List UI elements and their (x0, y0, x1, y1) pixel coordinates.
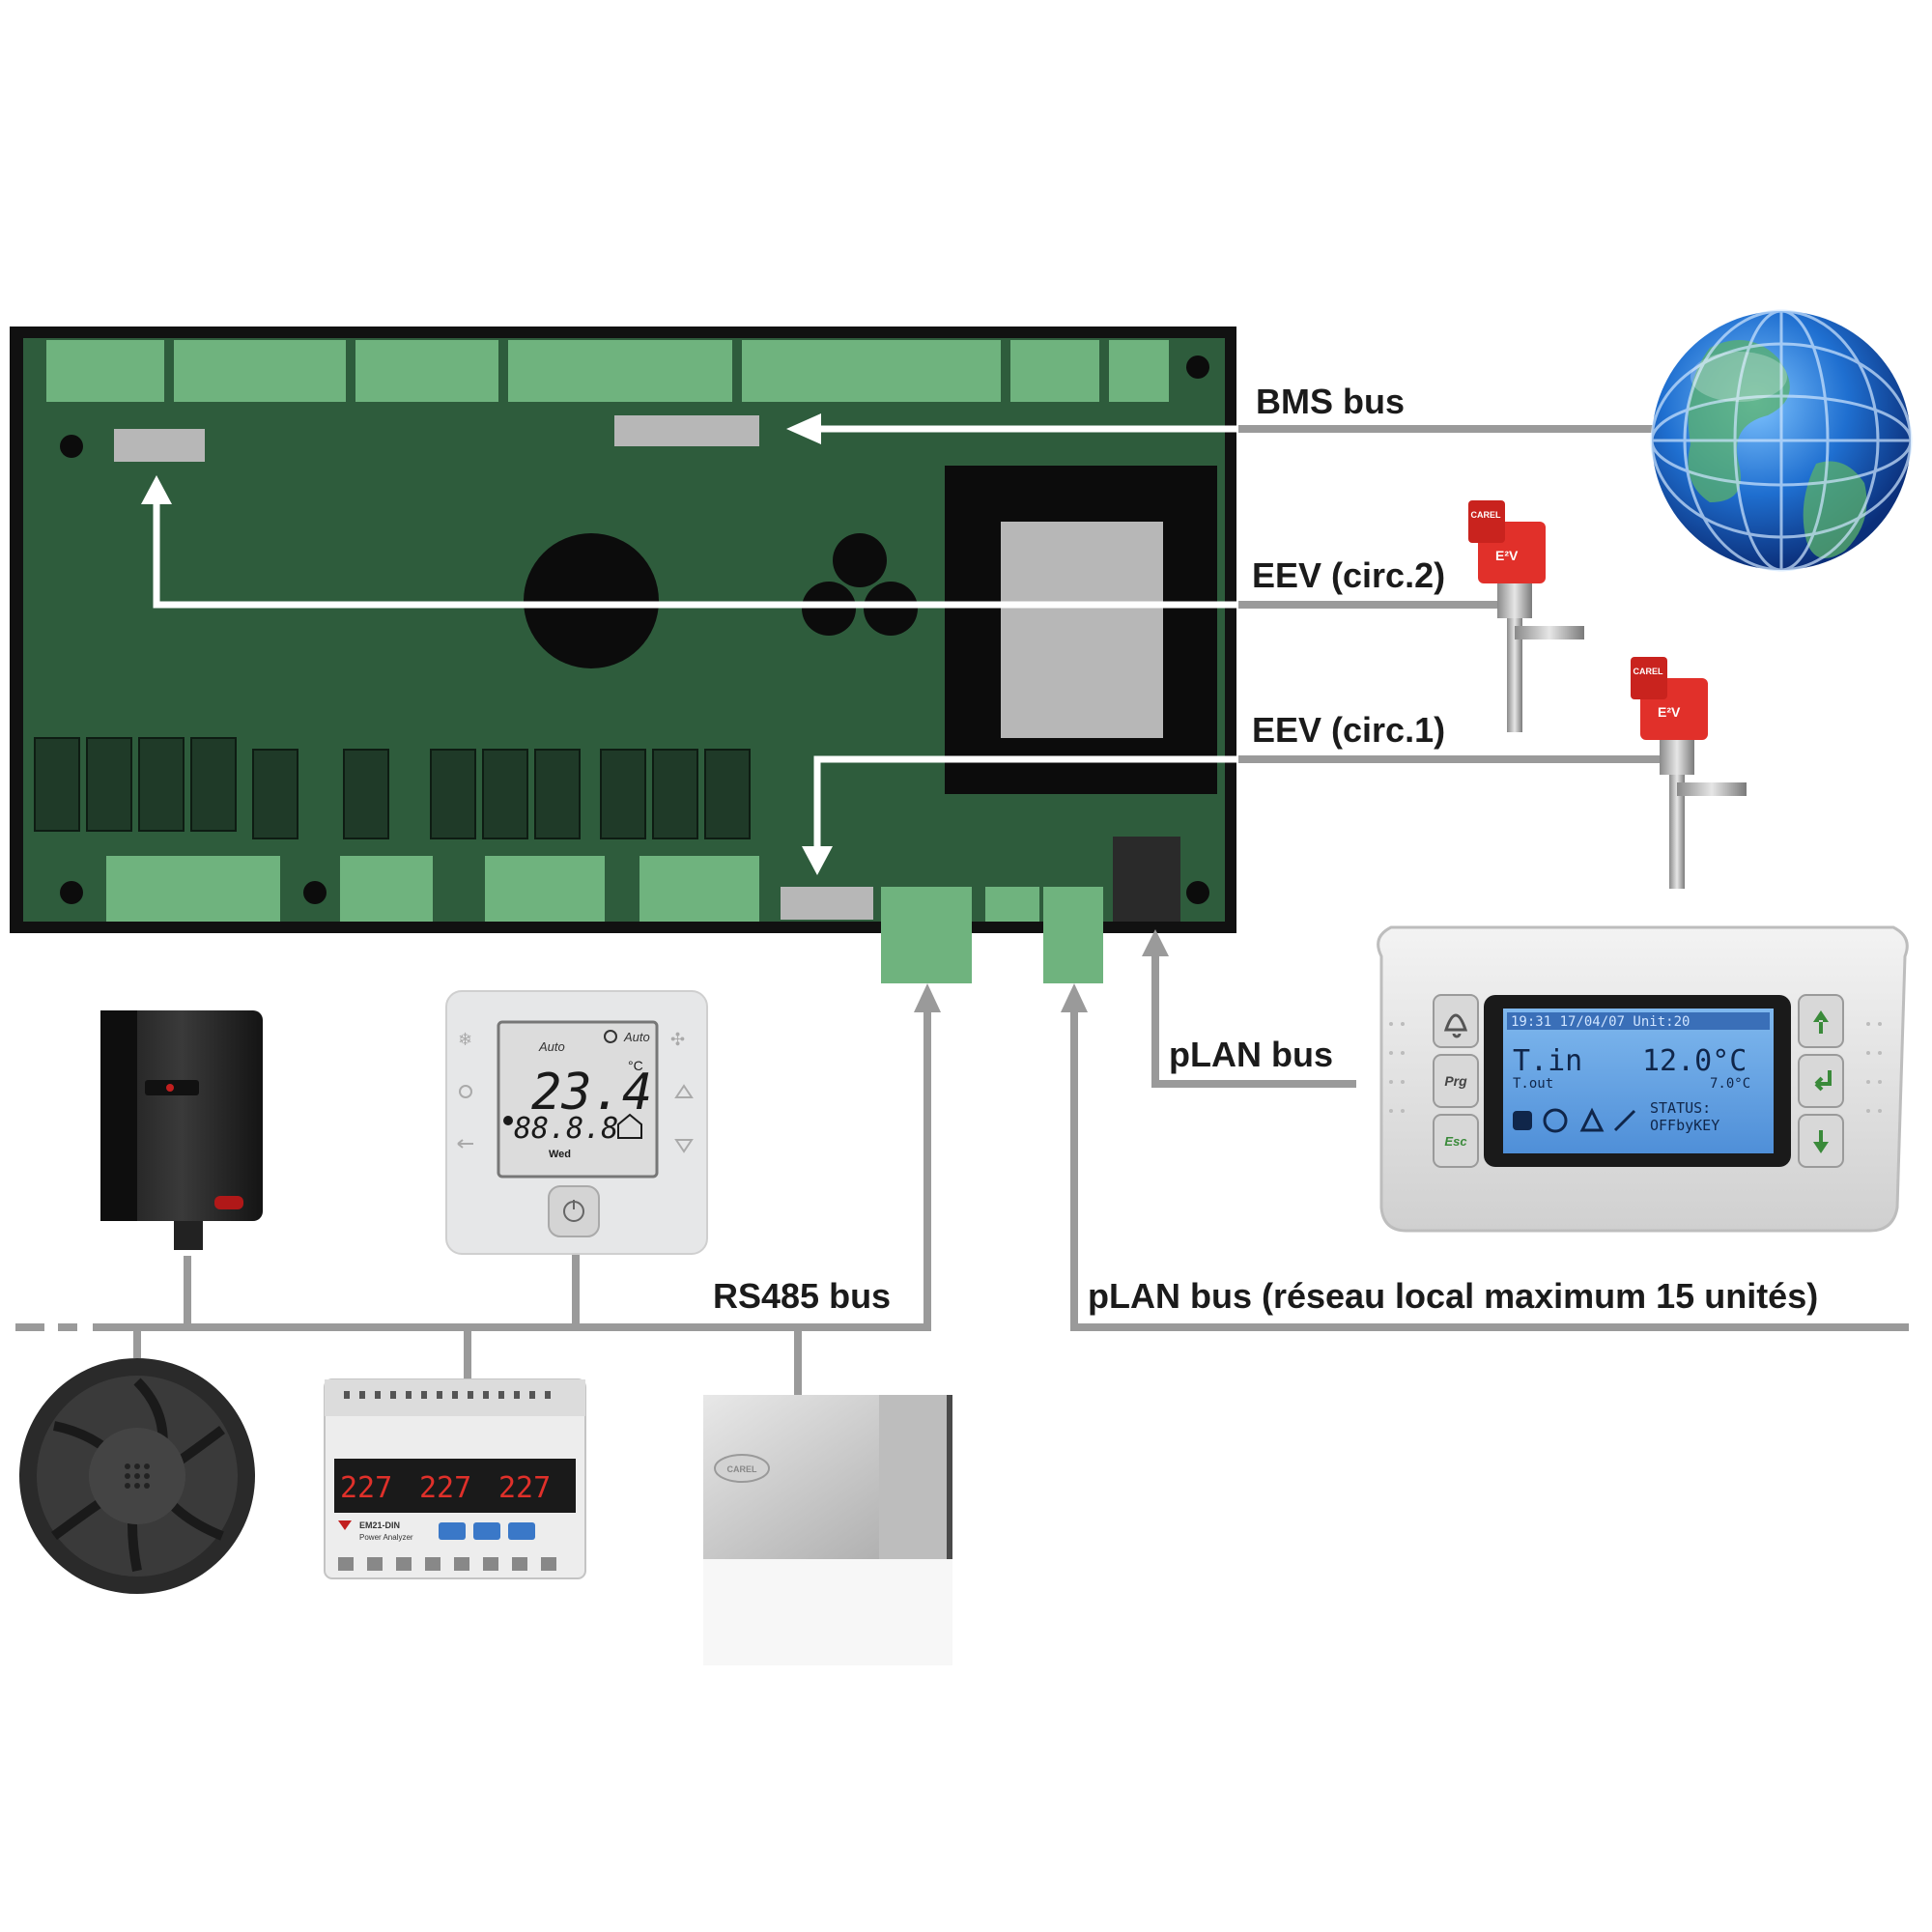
thermostat-mode-left: Auto (538, 1039, 565, 1054)
thermostat-mode-right: Auto (623, 1030, 650, 1044)
ec-fan (19, 1358, 255, 1594)
arrow-down-icon (1813, 1130, 1829, 1153)
clock-icon (459, 1085, 472, 1098)
eev2-arrow (153, 491, 1238, 609)
enclosure-brand: CAREL (727, 1464, 758, 1474)
bms-globe-icon (1650, 309, 1913, 572)
energy-meter: 227 227 227 EM21-DIN Power Analyzer (324, 1378, 586, 1579)
thermostat-day: Wed (549, 1149, 571, 1160)
pgd-esc-button[interactable]: Esc (1433, 1114, 1479, 1168)
svg-text:CAREL: CAREL (1634, 667, 1664, 676)
pgd-sub-label: T.out (1513, 1076, 1553, 1092)
bms-connector (614, 415, 759, 446)
meter-display (334, 1459, 576, 1513)
bms-bus-label: BMS bus (1256, 382, 1405, 421)
pgd-status-line1: STATUS: (1650, 1099, 1711, 1117)
meter-button-2[interactable] (473, 1522, 500, 1540)
pgd-status-icons (1513, 1107, 1636, 1133)
pgd-sub-value: 7.0°C (1710, 1076, 1750, 1092)
pgd-main-value: 12.0°C (1642, 1044, 1747, 1078)
bottom-terminal-blocks (106, 856, 1039, 922)
temp-down-icon[interactable] (674, 1139, 694, 1153)
pgd-enter-button[interactable] (1798, 1054, 1844, 1108)
board-arrows (153, 425, 1238, 858)
meter-caption: Power Analyzer (359, 1533, 413, 1542)
svg-text:E²V: E²V (1495, 548, 1519, 563)
eev-connector (781, 887, 873, 920)
rs485-main-line (93, 995, 931, 1331)
pgd-prg-button[interactable]: Prg (1433, 1054, 1479, 1108)
room-sensor (100, 1010, 263, 1250)
snowflake-icon: ❄ (458, 1030, 472, 1049)
plan-connector (114, 429, 205, 462)
pgd-speaker-dots (1389, 1022, 1882, 1113)
mounting-holes (60, 355, 1209, 904)
fan-icon (604, 1030, 617, 1043)
rs485-bus-label: RS485 bus (713, 1276, 891, 1316)
meter-model: EM21-DIN (359, 1520, 400, 1530)
eev1-arrow (813, 755, 1238, 858)
pgd-alarm-button[interactable] (1433, 994, 1479, 1048)
meter-reading-3: 227 (498, 1471, 551, 1505)
svg-text:Prg: Prg (1444, 1073, 1467, 1089)
eev-circ2-label: EEV (circ.2) (1252, 555, 1445, 595)
plan-port (1043, 887, 1103, 983)
meter-button-1[interactable] (439, 1522, 466, 1540)
controller-board (10, 327, 1236, 983)
top-terminal-blocks (46, 340, 1169, 402)
plan-terminal-line (1151, 943, 1356, 1088)
plan-local-line (1070, 995, 1909, 1331)
fan-speed-icon: ✣ (670, 1030, 685, 1049)
pgd-status-line2: OFFbyKEY (1650, 1117, 1719, 1134)
thermostat-secondary: 88.8.8 (514, 1112, 618, 1146)
back-icon (457, 1139, 473, 1149)
plan-bus-label: pLAN bus (1169, 1035, 1333, 1074)
svg-text:Esc: Esc (1444, 1134, 1467, 1149)
pgd-terminal: 19:31 17/04/07 Unit:20 T.in 12.0°C T.out… (1377, 925, 1909, 1233)
thermostat-temperature: 23.4 (531, 1064, 652, 1122)
pgd-header: 19:31 17/04/07 Unit:20 (1511, 1014, 1690, 1030)
bus-arrowheads (914, 929, 1169, 1012)
thermostat-power-button[interactable] (548, 1185, 600, 1237)
plan-local-bus-label: pLAN bus (réseau local maximum 15 unités… (1088, 1276, 1818, 1316)
svg-text:E²V: E²V (1658, 704, 1681, 720)
carel-enclosure: CAREL (703, 1395, 952, 1665)
svg-text:CAREL: CAREL (1471, 510, 1502, 520)
arrow-up-icon (1813, 1010, 1829, 1034)
eev-valve-circ1: CAREL E²V (1631, 657, 1747, 889)
processor-module (945, 466, 1217, 794)
capacitor-cluster (802, 533, 918, 636)
capacitor-large (524, 533, 659, 668)
rs485-port (881, 887, 972, 983)
enter-icon (1814, 1070, 1832, 1092)
meter-logo-icon (338, 1520, 352, 1530)
meter-reading-1: 227 (340, 1471, 392, 1505)
room-thermostat: Auto Auto 23.4 °C 88.8.8 Wed ❄ ✣ (445, 990, 708, 1255)
pgd-main-label: T.in (1513, 1044, 1582, 1078)
bus-lines (15, 425, 1909, 1395)
relay-bank (34, 737, 751, 839)
home-icon (617, 1113, 642, 1139)
meter-button-3[interactable] (508, 1522, 535, 1540)
eev-circ1-label: EEV (circ.1) (1252, 710, 1445, 750)
temp-up-icon[interactable] (674, 1084, 694, 1098)
meter-reading-2: 227 (419, 1471, 471, 1505)
plan-terminal-port (1113, 837, 1180, 922)
eev-valve-circ2: CAREL E²V (1468, 500, 1584, 732)
bell-icon (1443, 1013, 1468, 1038)
board-arrowheads (141, 413, 833, 875)
pgd-down-button[interactable] (1798, 1114, 1844, 1168)
pgd-up-button[interactable] (1798, 994, 1844, 1048)
thermostat-unit: °C (628, 1058, 643, 1073)
